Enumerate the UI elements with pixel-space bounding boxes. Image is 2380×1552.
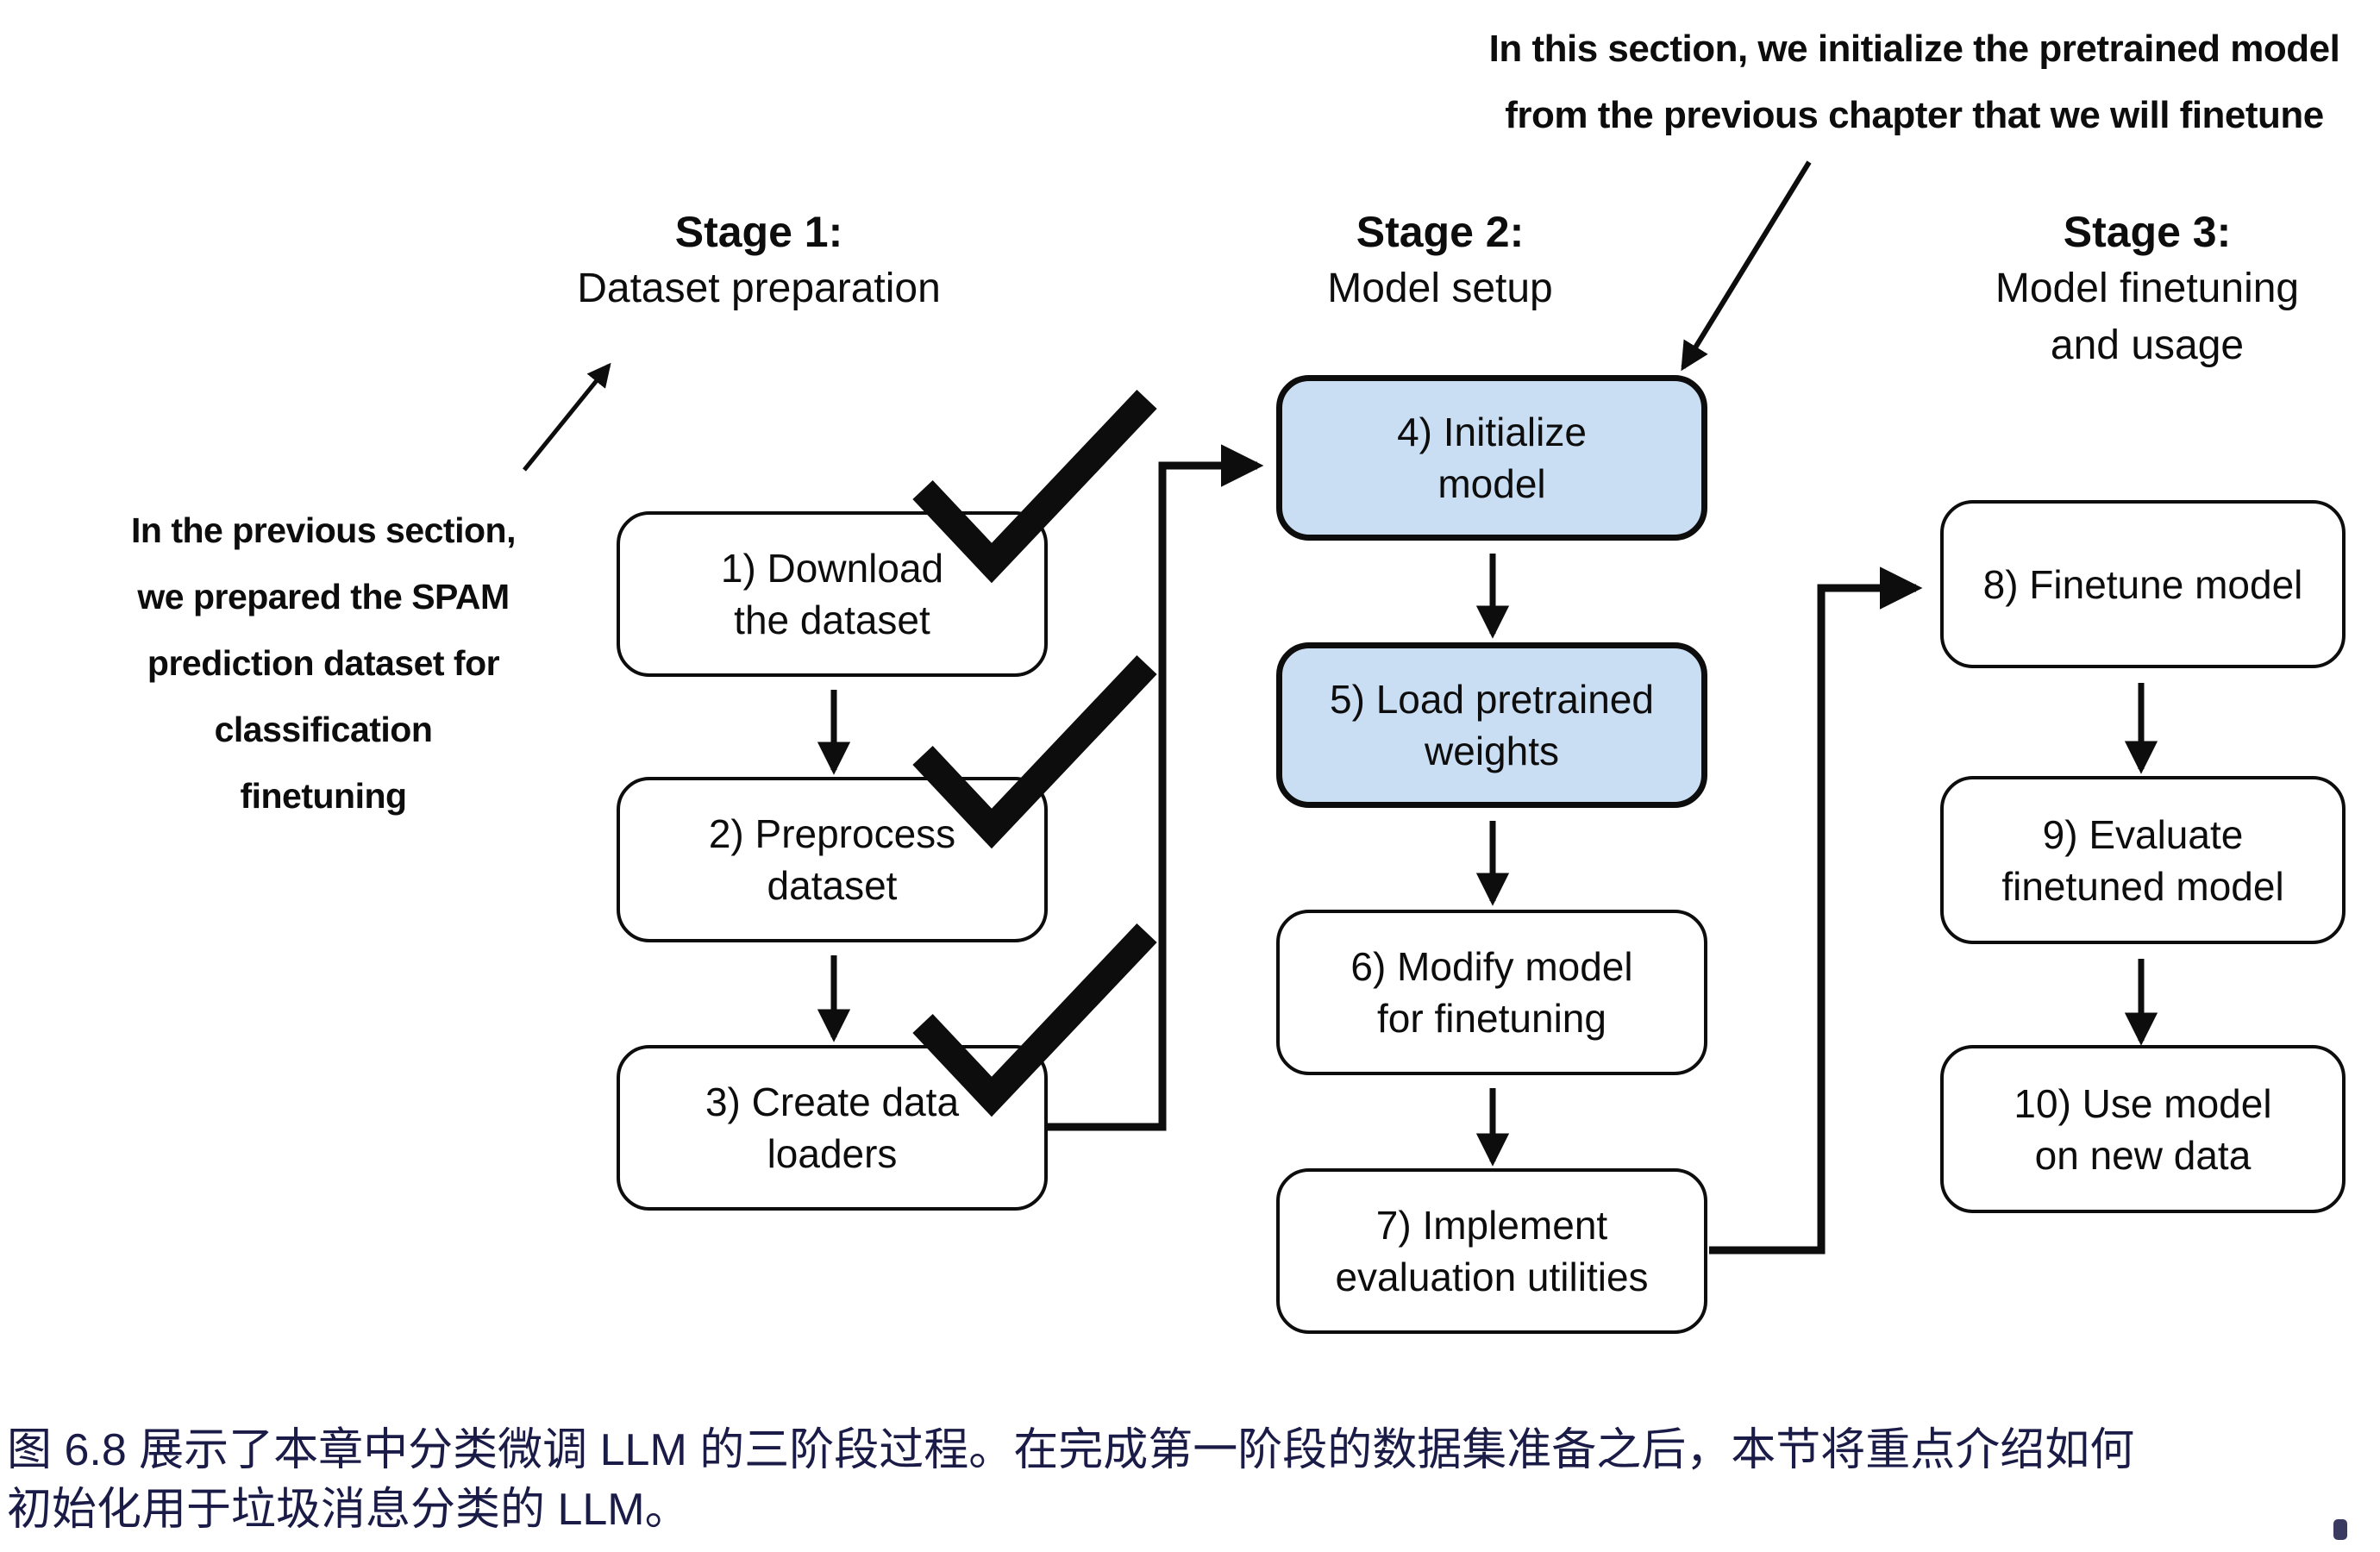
flow-box-finetune-model: 8) Finetune model	[1940, 500, 2346, 668]
flow-box-use-model-new-data: 10) Use model on new data	[1940, 1045, 2346, 1213]
flow-box-initialize-model: 4) Initialize model	[1276, 375, 1707, 541]
stage2-title-bold: Stage 2:	[1356, 208, 1525, 256]
stage3-subtitle: Model finetuning and usage	[1995, 266, 2300, 368]
flow-box-download-dataset: 1) Download the dataset	[617, 511, 1048, 677]
stage1-subtitle: Dataset preparation	[577, 266, 941, 311]
flow-box-implement-evaluation-utilities: 7) Implement evaluation utilities	[1276, 1168, 1707, 1334]
elbow-arrow-box7-to-box8	[1709, 566, 1923, 1255]
stage1-title-bold: Stage 1:	[674, 208, 843, 256]
flow-box-modify-model: 6) Modify model for finetuning	[1276, 910, 1707, 1075]
elbow-arrow-box3-to-box4	[1048, 444, 1264, 1131]
flow-box-create-data-loaders: 3) Create data loaders	[617, 1045, 1048, 1211]
arrow-top-annotation-to-box4	[1681, 160, 1812, 372]
stage2-title: Stage 2: Model setup	[1224, 203, 1656, 317]
left-annotation: In the previous section, we prepared the…	[131, 510, 516, 816]
flow-box-evaluate-finetuned-model: 9) Evaluate finetuned model	[1940, 776, 2346, 944]
arrow-left-annotation-to-stage1	[523, 362, 611, 472]
stage2-subtitle: Model setup	[1327, 266, 1553, 311]
caption-speck	[2333, 1519, 2347, 1540]
flow-box-load-pretrained-weights: 5) Load pretrained weights	[1276, 642, 1707, 808]
stage3-title: Stage 3: Model finetuning and usage	[1945, 203, 2350, 374]
stage3-title-bold: Stage 3:	[2063, 208, 2232, 256]
flow-box-preprocess-dataset: 2) Preprocess dataset	[617, 777, 1048, 942]
stage1-title: Stage 1: Dataset preparation	[543, 203, 974, 317]
figure-caption: 图 6.8 展示了本章中分类微调 LLM 的三阶段过程。在完成第一阶段的数据集准…	[7, 1425, 2135, 1535]
top-annotation: In this section, we initialize the pretr…	[1488, 28, 2340, 136]
